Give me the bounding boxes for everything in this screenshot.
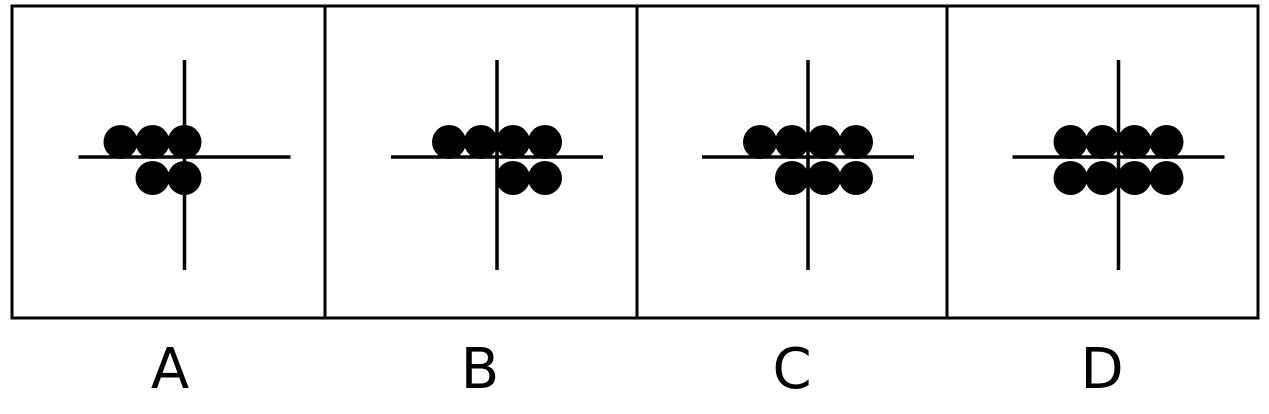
- dot-below-b: [528, 161, 562, 195]
- option-panel-c: [635, 4, 949, 320]
- dot-above-b: [528, 125, 562, 159]
- dot-above-a: [167, 125, 202, 159]
- dot-above-d: [1085, 125, 1120, 159]
- dot-above-b: [432, 125, 466, 159]
- dot-below-a: [167, 161, 202, 195]
- dot-above-d: [1053, 125, 1088, 159]
- option-panel-d: [945, 4, 1260, 320]
- option-label-c: C: [772, 337, 812, 402]
- panel-frame-a: [10, 4, 327, 320]
- option-panel-b: [323, 4, 639, 320]
- option-label-a: A: [150, 337, 190, 402]
- dot-above-a: [103, 125, 138, 159]
- dot-below-d: [1053, 161, 1088, 195]
- dot-above-c: [839, 125, 873, 159]
- dot-below-d: [1085, 161, 1120, 195]
- dot-above-c: [775, 125, 809, 159]
- option-panel-a: [10, 4, 327, 320]
- dot-above-a: [135, 125, 170, 159]
- dot-above-c: [807, 125, 841, 159]
- option-label-d: D: [1080, 337, 1124, 402]
- option-label-b: B: [460, 337, 500, 402]
- dot-below-c: [807, 161, 841, 195]
- dot-below-d: [1117, 161, 1152, 195]
- dot-above-b: [496, 125, 530, 159]
- dot-below-d: [1149, 161, 1184, 195]
- dot-below-a: [135, 161, 170, 195]
- dot-below-b: [496, 161, 530, 195]
- dot-below-c: [775, 161, 809, 195]
- dot-above-d: [1117, 125, 1152, 159]
- dot-above-c: [743, 125, 777, 159]
- dot-below-c: [839, 161, 873, 195]
- panel-frame-b: [323, 4, 639, 320]
- dot-above-b: [464, 125, 498, 159]
- dot-above-d: [1149, 125, 1184, 159]
